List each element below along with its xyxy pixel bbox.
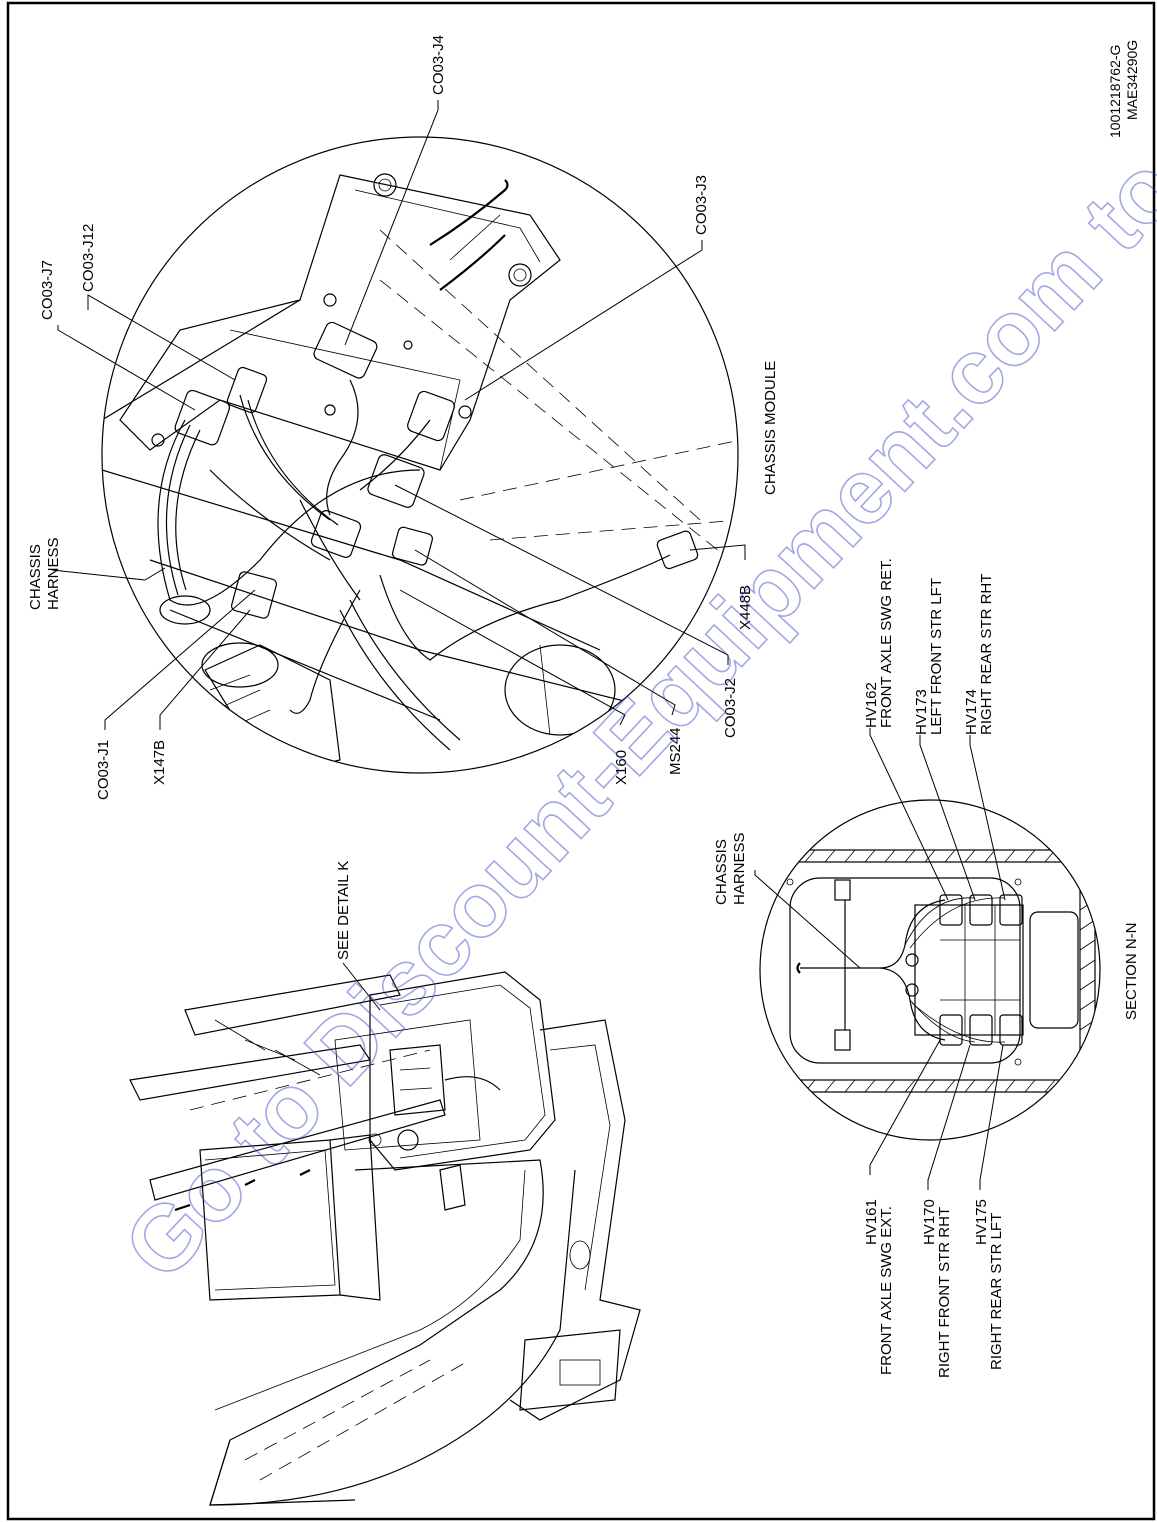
label-hv170-desc: RIGHT FRONT STR RHT — [936, 1207, 953, 1378]
label-hv173-id: HV173 — [913, 689, 930, 735]
label-chassis-harness-detail-2: HARNESS — [45, 537, 62, 610]
label-section-nn: SECTION N-N — [1123, 923, 1140, 1021]
label-co03-j7: CO03-J7 — [39, 260, 56, 320]
detail-k-circle — [101, 136, 739, 774]
section-nn-view — [754, 728, 1101, 1190]
label-co03-j3: CO03-J3 — [693, 175, 710, 235]
label-chassis-harness-section-1: CHASSIS — [713, 839, 730, 905]
label-hv174-desc: RIGHT REAR STR RHT — [978, 574, 995, 735]
label-x147b: X147B — [151, 740, 168, 785]
label-ms244: MS244 — [667, 727, 684, 775]
see-detail-leader — [342, 962, 381, 1011]
label-hv161-desc: FRONT AXLE SWG EXT. — [878, 1206, 895, 1375]
label-x160: X160 — [613, 750, 630, 785]
overview-machine — [129, 962, 641, 1506]
ref-number: MAE34290G — [1124, 40, 1140, 120]
label-see-detail-k: SEE DETAIL K — [335, 861, 352, 960]
label-chassis-module: CHASSIS MODULE — [762, 361, 779, 495]
label-chassis-harness-section-2: HARNESS — [731, 832, 748, 905]
label-hv161-id: HV161 — [863, 1199, 880, 1245]
label-hv174-id: HV174 — [963, 689, 980, 735]
watermark: Go to Discount-Equipment.com to order yo… — [105, 0, 1157, 1299]
label-co03-j4: CO03-J4 — [430, 35, 447, 95]
label-co03-j1: CO03-J1 — [95, 740, 112, 800]
section-nn-circle — [759, 799, 1101, 1141]
label-hv162-desc: FRONT AXLE SWG RET. — [878, 558, 895, 728]
detail-k-view: CO03-J4 CO03-J12 CO03-J7 CO03-J3 CHASSIS… — [27, 35, 779, 800]
label-hv162-id: HV162 — [863, 682, 880, 728]
detail-k-leaders — [51, 100, 746, 730]
label-chassis-harness-detail-1: CHASSIS — [27, 544, 44, 610]
section-nn-leaders — [754, 728, 1006, 1190]
doc-number: 1001218762-G — [1107, 45, 1123, 138]
label-x448b: X448B — [737, 585, 754, 630]
label-hv175-desc: RIGHT REAR STR LFT — [988, 1213, 1005, 1370]
label-co03-j12: CO03-J12 — [80, 224, 97, 292]
label-co03-j2: CO03-J2 — [722, 678, 739, 738]
drawing-border — [6, 1, 1156, 1521]
label-hv175-id: HV175 — [973, 1199, 990, 1245]
label-hv173-desc: LEFT FRONT STR LFT — [928, 578, 945, 735]
label-hv170-id: HV170 — [921, 1199, 938, 1245]
